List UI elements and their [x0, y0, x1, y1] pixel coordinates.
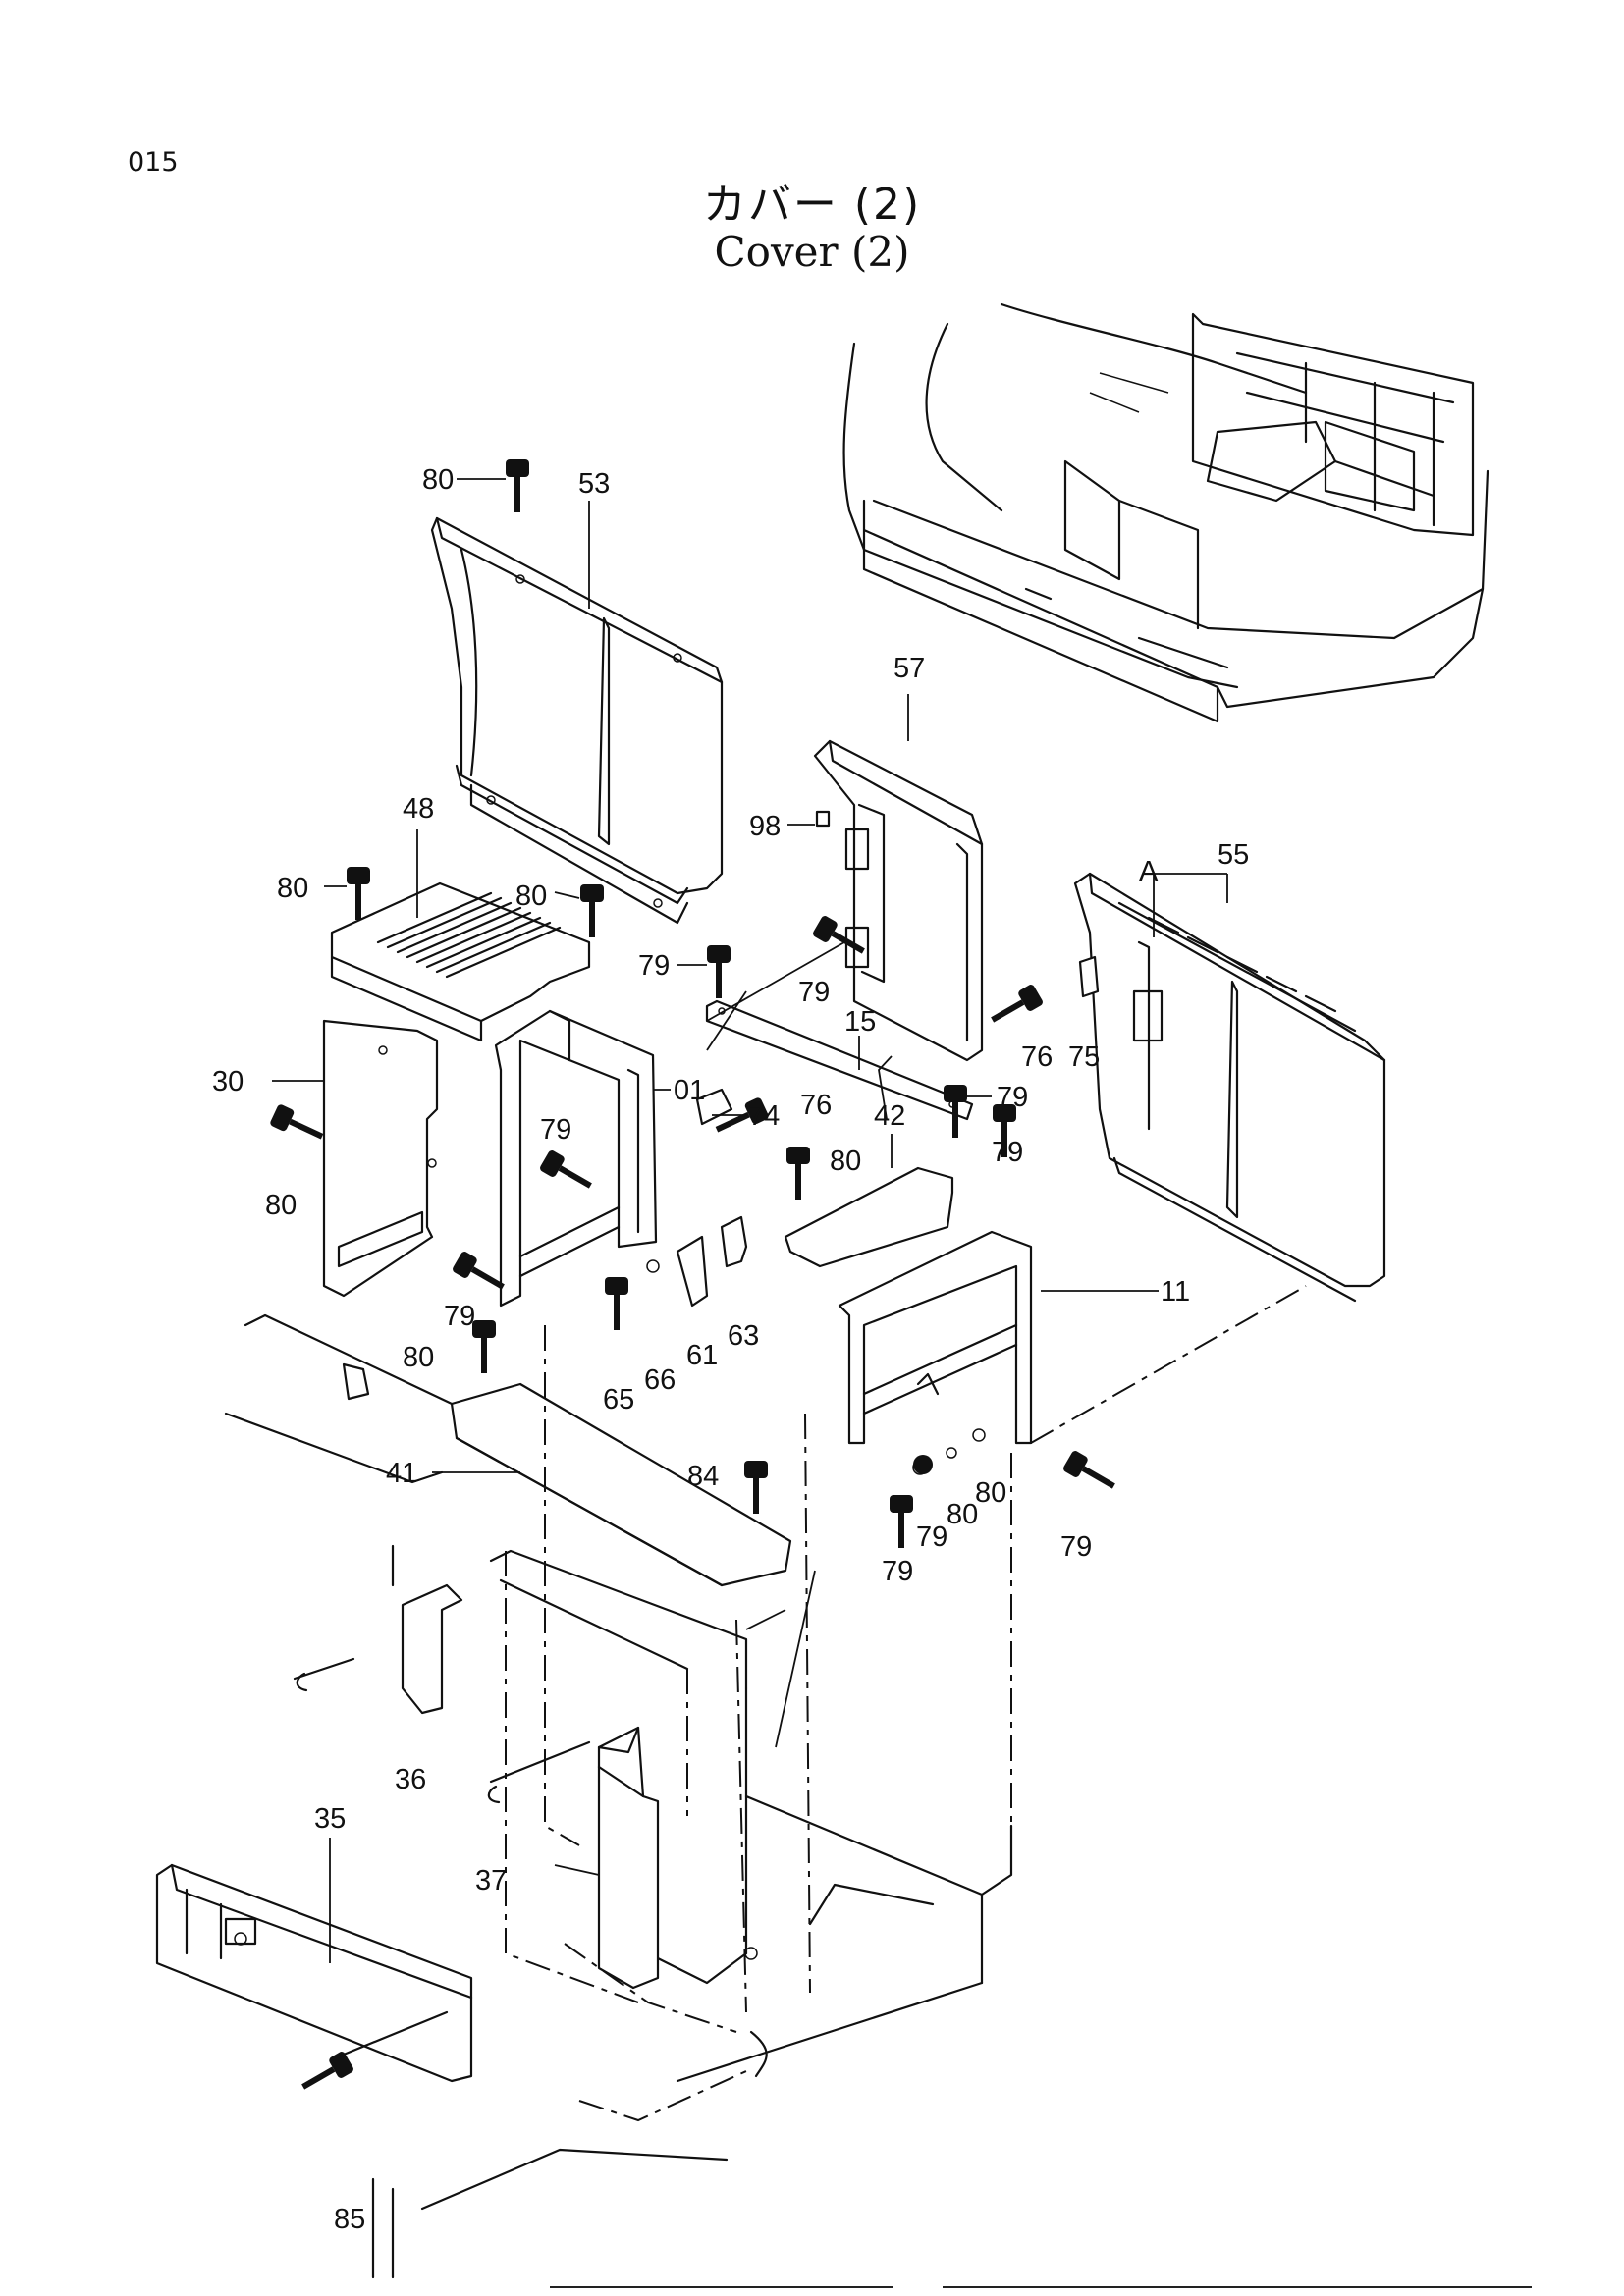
part-48-grille-plate — [330, 881, 591, 1042]
page-title-english: Cover (2) — [714, 228, 910, 276]
callout-55: 55 — [1218, 839, 1249, 871]
callout-labels: 80 53 48 80 80 57 98 79 A 55 79 15 76 75… — [212, 464, 1249, 2235]
callout-80: 80 — [422, 464, 454, 496]
part-11-frame — [838, 1230, 1033, 1445]
callout-61: 61 — [686, 1340, 718, 1371]
callout-79: 79 — [1060, 1531, 1092, 1563]
callout-80: 84 — [687, 1461, 719, 1492]
callout-76: 76 — [800, 1090, 832, 1121]
leader-lines — [272, 478, 1228, 1963]
part-41-plate — [450, 1382, 792, 1587]
callout-80: 80 — [277, 873, 308, 904]
callout-42: 42 — [874, 1100, 905, 1132]
callout-30: 30 — [212, 1066, 244, 1097]
callout-41: 41 — [386, 1458, 417, 1489]
part-55-side-door — [1073, 872, 1386, 1303]
part-30-left-panel — [322, 1019, 439, 1298]
callout-66: 66 — [644, 1364, 676, 1396]
callout-15: 15 — [844, 1006, 876, 1038]
callout-79: 79 — [638, 950, 670, 982]
callout-57: 57 — [893, 653, 925, 684]
callout-75: 75 — [1068, 1041, 1100, 1073]
part-36-37-brackets — [401, 1583, 660, 1990]
callout-86: 80 — [975, 1477, 1006, 1509]
callout-79: 79 — [882, 1556, 913, 1587]
callout-80: 80 — [515, 881, 547, 912]
callout-85: 80 — [947, 1499, 978, 1530]
part-42-plate — [784, 1166, 954, 1268]
page-number: 015 — [128, 147, 179, 178]
callout-63: 63 — [728, 1320, 759, 1352]
lower-body-outline — [224, 1285, 1307, 2279]
callout-79: 79 — [997, 1082, 1028, 1113]
callout-A: A — [1139, 856, 1159, 887]
callout-35: 35 — [314, 1803, 346, 1835]
callout-76: 76 — [1021, 1041, 1053, 1073]
part-53-top-cover — [430, 516, 724, 925]
part-01-bracket — [494, 1009, 658, 1308]
callout-80: 85 — [334, 2204, 365, 2235]
callout-53: 53 — [578, 468, 610, 500]
callout-79: 79 — [798, 977, 830, 1008]
callout-79: 79 — [540, 1114, 571, 1146]
page-title-japanese: カバー (2) — [702, 180, 922, 230]
footer-rule — [943, 2286, 1532, 2288]
callout-37: 37 — [475, 1865, 507, 1896]
callout-79: 79 — [444, 1301, 475, 1332]
callout-84: 79 — [916, 1522, 947, 1553]
callout-74: 74 — [748, 1100, 780, 1132]
callout-98: 98 — [749, 811, 781, 842]
part-57-side-cover — [813, 739, 984, 1062]
footer-rule — [550, 2286, 893, 2288]
part-35-bottom-panel — [155, 1863, 473, 2083]
callout-11: 11 — [1161, 1276, 1190, 1308]
small-parts — [646, 810, 1100, 1475]
callout-48: 48 — [403, 793, 434, 825]
bolt-glyphs — [270, 459, 1115, 2090]
machine-overview-illustration — [842, 302, 1489, 723]
callout-36: 36 — [395, 1764, 426, 1795]
callout-01: 01 — [674, 1075, 705, 1106]
callout-79: 79 — [992, 1137, 1023, 1168]
callout-80: 80 — [830, 1146, 861, 1177]
callout-65: 65 — [603, 1384, 634, 1415]
callout-80: 80 — [403, 1342, 434, 1373]
callout-80: 80 — [265, 1190, 297, 1221]
